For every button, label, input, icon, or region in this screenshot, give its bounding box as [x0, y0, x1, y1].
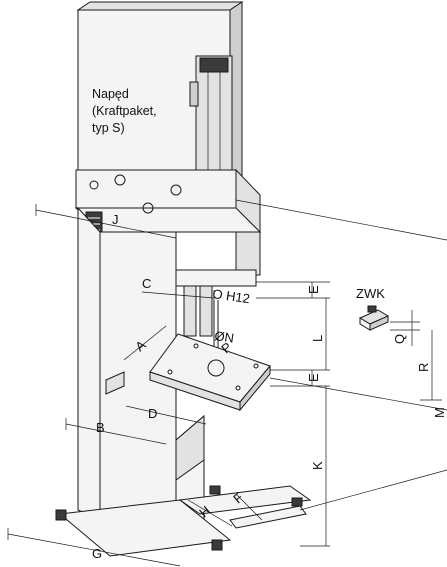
dim-label-q-side: Q [392, 334, 407, 344]
dim-label-d: D [148, 406, 157, 421]
dim-line-h [187, 499, 233, 527]
bolt-hole-1 [114, 174, 126, 186]
dim-label-e-bottom: E [306, 373, 321, 382]
lower-pedestal [175, 414, 205, 521]
dim-line-b [65, 423, 167, 445]
table-bore [207, 359, 225, 377]
drive-label-line3: typ S) [92, 121, 125, 135]
dim-line-j [35, 209, 177, 239]
foot-1 [55, 509, 67, 521]
dim-label-r: R [416, 363, 431, 372]
dim-label-g: G [92, 546, 102, 561]
dimension-lines [7, 199, 447, 567]
dim-label-c: C [142, 276, 151, 291]
zwk-label: ZWK [356, 286, 385, 301]
leader-m [269, 377, 447, 411]
work-table [105, 333, 271, 412]
column-cap [199, 57, 229, 73]
drive-top-face [76, 1, 244, 11]
dim-line-d [125, 405, 207, 425]
table-hole-1 [167, 369, 173, 375]
table-hole-3 [193, 343, 199, 349]
ram-guide-right [199, 285, 213, 337]
dim-label-j: J [112, 212, 119, 227]
dim-line-c [141, 291, 215, 299]
dim-label-m: M [432, 407, 447, 418]
foot-4 [209, 485, 221, 495]
dim-line-f [235, 493, 263, 521]
dim-label-on: ØN [214, 328, 235, 346]
column-left [77, 206, 101, 521]
foot-2 [211, 539, 223, 551]
column-bracket [189, 81, 199, 107]
leader-bottom-right [299, 469, 447, 511]
leader-top-right [235, 199, 447, 241]
drive-label-line2: (Kraftpaket, [92, 104, 157, 118]
dim-label-oh12: O H12 [212, 286, 251, 306]
dim-label-e-top: E [306, 285, 321, 294]
dim-label-b: B [96, 420, 105, 435]
zwk-part [358, 305, 390, 331]
table-support-pin [105, 371, 125, 395]
upper-box-front [75, 169, 237, 209]
upper-frame-box [74, 168, 262, 276]
foot-3 [291, 497, 303, 507]
base-rail [178, 485, 312, 515]
bolt-hole-3 [142, 202, 154, 214]
upper-box-top [74, 207, 262, 233]
drive-label-line1: Napęd [92, 87, 129, 101]
dim-label-k: K [310, 461, 325, 470]
zwk-side [369, 315, 389, 331]
bolt-hole-2 [170, 184, 182, 196]
base-plate [58, 499, 232, 557]
dim-label-l: L [310, 335, 325, 342]
table-hole-4 [253, 363, 259, 369]
table-hole-2 [235, 385, 241, 391]
dim-line-a [123, 325, 167, 361]
zwk-bolt [367, 305, 377, 313]
drive-unit [76, 1, 244, 191]
ram-assembly [175, 269, 257, 392]
table-side [239, 364, 271, 412]
ram-head [175, 269, 257, 287]
base-foot-arm [229, 505, 307, 529]
main-column [77, 206, 177, 521]
ram-guide-left [183, 285, 197, 337]
pedestal-shade [175, 414, 205, 481]
bolt-hole-4 [89, 180, 99, 190]
dim-line-g [7, 533, 181, 567]
base-frame [55, 485, 312, 557]
